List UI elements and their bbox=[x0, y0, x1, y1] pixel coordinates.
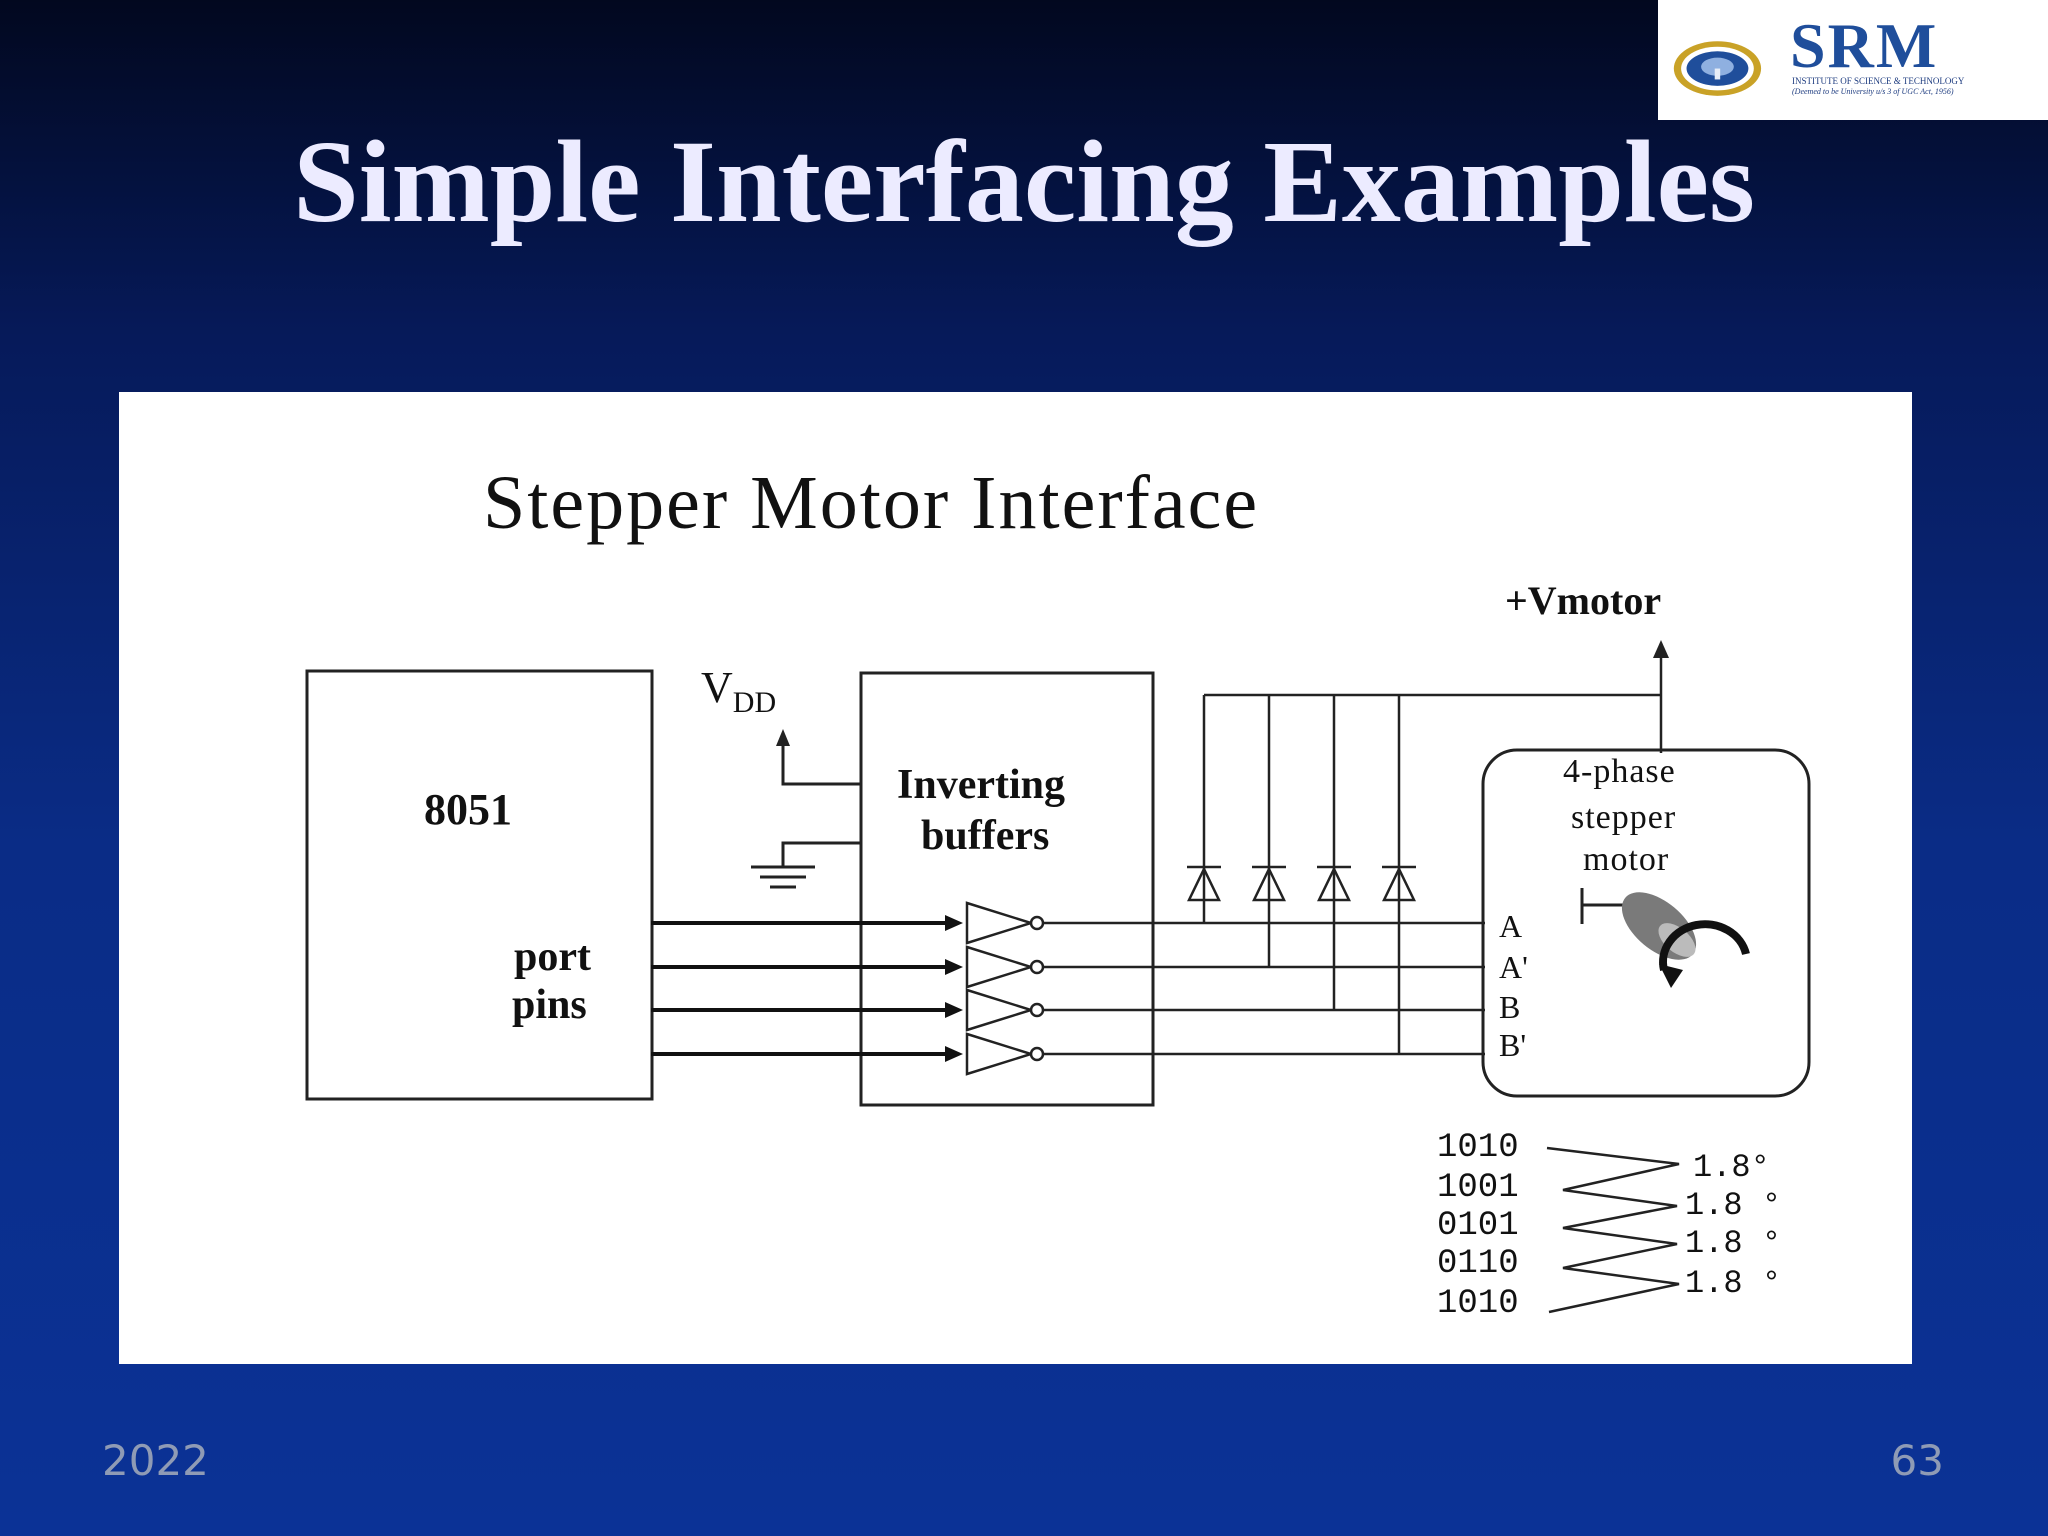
sequence-zigzag bbox=[1546, 1146, 1680, 1314]
logo-subtagline: (Deemed to be University u/s 3 of UGC Ac… bbox=[1792, 87, 1954, 96]
step-angle-2: 1.8 ° bbox=[1685, 1187, 1781, 1224]
ground-wire bbox=[781, 841, 861, 867]
port-signal-arrows bbox=[945, 915, 963, 1062]
logo-tagline: INSTITUTE OF SCIENCE & TECHNOLOGY bbox=[1792, 76, 1965, 86]
motor-label-2: stepper bbox=[1571, 799, 1676, 836]
stepper-motor-block bbox=[1481, 748, 1811, 1098]
sequence-code-5: 1010 bbox=[1437, 1285, 1519, 1323]
step-angle-3: 1.8 ° bbox=[1685, 1225, 1781, 1262]
vdd-label: VDD bbox=[701, 663, 776, 719]
step-angles: 1.8° 1.8 ° 1.8 ° 1.8 ° bbox=[1685, 1149, 1781, 1302]
vdd-arrow bbox=[776, 729, 790, 746]
motor-rotor-icon bbox=[1580, 888, 1750, 988]
mcu-8051-block bbox=[305, 669, 654, 1101]
flyback-diodes bbox=[1187, 865, 1416, 902]
sequence-code-4: 0110 bbox=[1437, 1245, 1519, 1283]
port-label-2: pins bbox=[512, 982, 587, 1028]
buffer-label-1: Inverting bbox=[897, 762, 1065, 808]
logo-wordmark: SRM bbox=[1790, 10, 1939, 81]
sequence-code-2: 1001 bbox=[1437, 1169, 1519, 1207]
mcu-label: 8051 bbox=[424, 785, 512, 834]
port-label-1: port bbox=[514, 934, 591, 980]
sequence-code-3: 0101 bbox=[1437, 1207, 1519, 1245]
vmotor-arrow bbox=[1653, 640, 1669, 658]
vmotor-label: +Vmotor bbox=[1505, 578, 1661, 623]
sequence-code-1: 1010 bbox=[1437, 1129, 1519, 1167]
phase-label-a: A bbox=[1499, 908, 1522, 944]
srm-logo: SRM INSTITUTE OF SCIENCE & TECHNOLOGY (D… bbox=[1658, 0, 2048, 120]
phase-label-a-prime: A' bbox=[1499, 949, 1528, 985]
university-seal-icon bbox=[1673, 41, 1762, 96]
phase-label-b: B bbox=[1499, 989, 1520, 1025]
step-angle-4: 1.8 ° bbox=[1685, 1265, 1781, 1302]
stepper-diagram-svg: Stepper Motor Interface 8051 port pins V… bbox=[305, 461, 1811, 1323]
page-number: 63 bbox=[1890, 1436, 1944, 1485]
diagram-title: Stepper Motor Interface bbox=[483, 461, 1259, 545]
ground-symbol bbox=[751, 865, 815, 889]
inverting-buffers-block bbox=[859, 671, 1155, 1107]
phase-label-b-prime: B' bbox=[1499, 1027, 1526, 1063]
footer-year: 2022 bbox=[102, 1436, 209, 1485]
stepper-diagram: Stepper Motor Interface 8051 port pins V… bbox=[119, 392, 1912, 1364]
motor-label-1: 4-phase bbox=[1563, 753, 1676, 790]
inverter-gates bbox=[965, 901, 1045, 1076]
step-sequence: 1010 1001 0101 0110 1010 bbox=[1437, 1129, 1519, 1323]
diode-wiring bbox=[1202, 654, 1663, 1054]
slide-title: Simple Interfacing Examples bbox=[293, 116, 1755, 247]
step-angle-1: 1.8° bbox=[1693, 1149, 1770, 1186]
motor-label-3: motor bbox=[1583, 841, 1669, 878]
buffer-label-2: buffers bbox=[921, 813, 1049, 859]
port-signal-lines bbox=[651, 921, 953, 1056]
motor-phase-lines bbox=[1043, 921, 1485, 1056]
